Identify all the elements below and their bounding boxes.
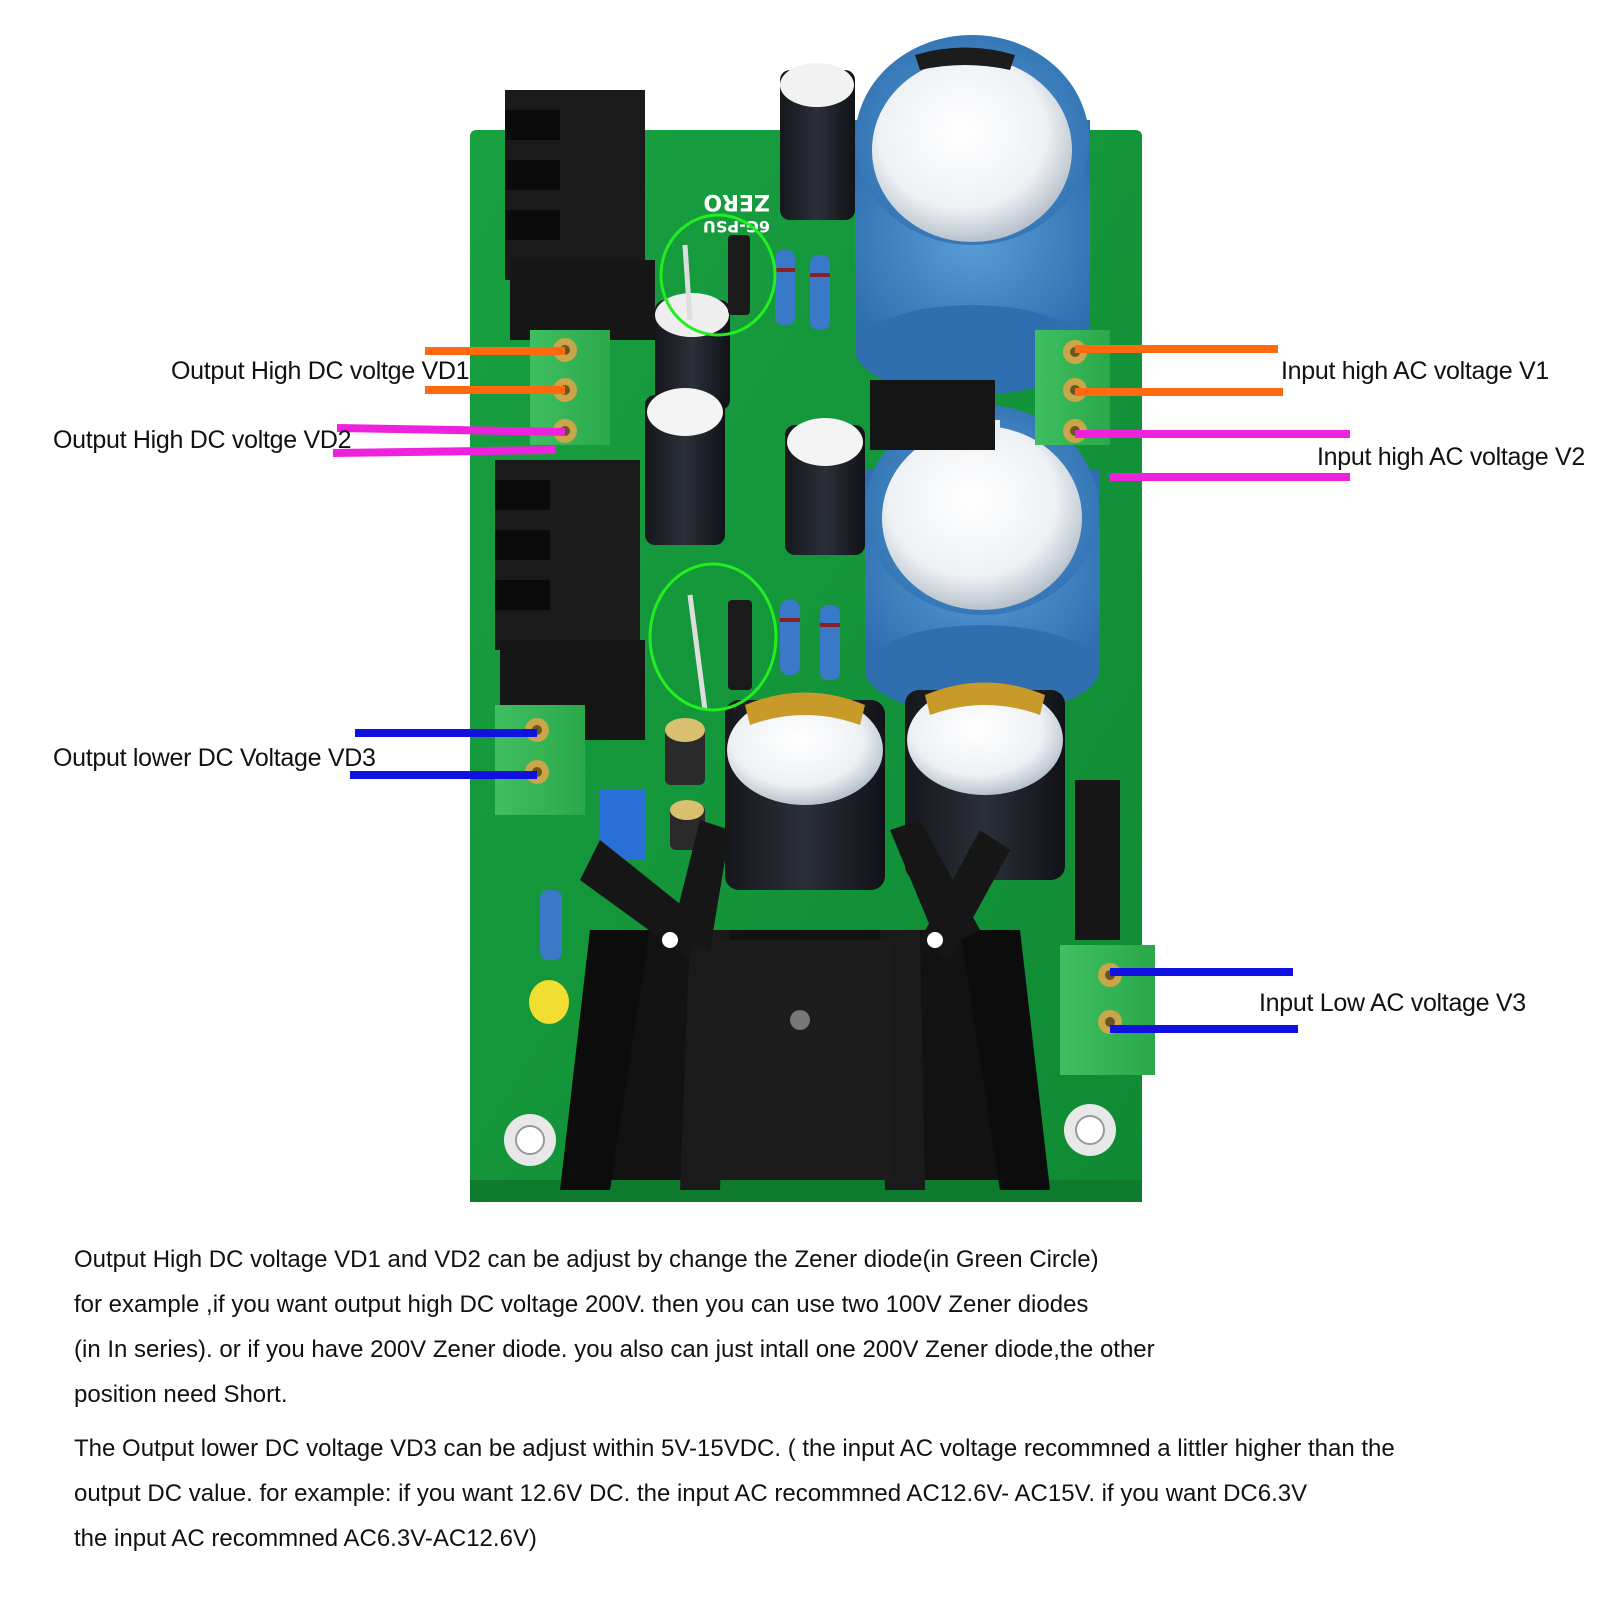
label-vd2: Output High DC voltge VD2 — [53, 426, 352, 454]
silkscreen-model: 6G-PSU — [703, 217, 770, 236]
terminal-blocks — [495, 330, 1155, 1075]
zener-diodes — [682, 235, 752, 711]
small-electrolytic-capacitors — [645, 63, 1065, 890]
label-v3: Input Low AC voltage V3 — [1259, 989, 1526, 1017]
resistors — [540, 250, 840, 960]
terminal-block-v3 — [1060, 945, 1155, 1075]
vd2-line-a — [336, 424, 566, 436]
label-v2: Input high AC voltage V2 — [1317, 443, 1585, 471]
blue-capacitors — [855, 35, 1100, 715]
bottom-heatsink — [560, 820, 1050, 1190]
right-transistors — [870, 380, 1120, 940]
note-line: the input AC recommned AC6.3V-AC12.6V) — [74, 1525, 537, 1552]
note-line: Output High DC voltage VD1 and VD2 can b… — [74, 1246, 1099, 1273]
silkscreen: ZERO 6G-PSU — [703, 189, 770, 236]
silkscreen-brand: ZERO — [703, 189, 770, 214]
label-vd3: Output lower DC Voltage VD3 — [53, 744, 376, 772]
note-line: (in In series). or if you have 200V Zene… — [74, 1336, 1155, 1363]
vd3-explanation-notes: The Output lower DC voltage VD3 can be a… — [74, 1426, 1414, 1561]
zener-circle-top — [659, 213, 777, 337]
note-line: output DC value. for example: if you wan… — [74, 1480, 1308, 1507]
zener-highlight-circles — [648, 213, 778, 712]
label-vd1: Output High DC voltge VD1 — [171, 357, 470, 385]
vd2-line-b — [332, 446, 556, 457]
note-line: The Output lower DC voltage VD3 can be a… — [74, 1435, 1395, 1462]
label-v1: Input high AC voltage V1 — [1281, 357, 1549, 385]
zener-circle-bottom — [648, 562, 778, 712]
annotation-lines — [332, 345, 1350, 1033]
note-line: for example ,if you want output high DC … — [74, 1291, 1089, 1318]
terminal-block-vd3 — [495, 705, 585, 815]
led-and-trimmer — [529, 790, 645, 1024]
note-line: position need Short. — [74, 1381, 288, 1408]
zener-explanation-notes: Output High DC voltage VD1 and VD2 can b… — [74, 1237, 1414, 1417]
